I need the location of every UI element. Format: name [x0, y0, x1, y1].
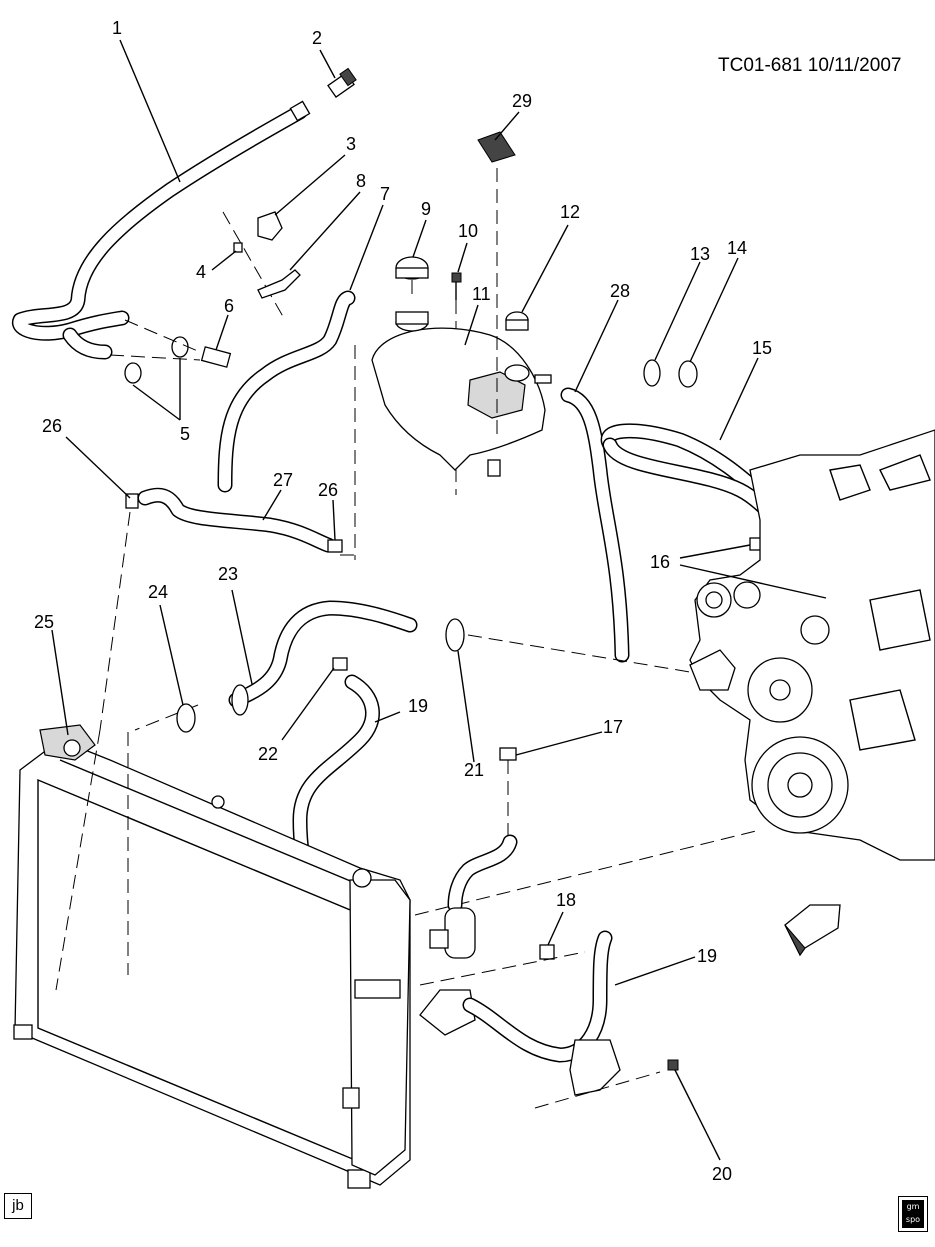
callout-9: 9: [421, 199, 431, 219]
warning-label-29: [477, 131, 516, 440]
callout-21: 21: [464, 760, 484, 780]
clamp-26-right: [327, 539, 343, 553]
callout-16: 16: [650, 552, 670, 572]
callout-17: 17: [603, 717, 623, 737]
logo-gm-text: gm: [906, 1202, 920, 1211]
hose-27: [137, 487, 336, 553]
callout-11: 11: [472, 284, 491, 304]
leader-lines: [51, 39, 827, 1161]
callout-22: 22: [258, 744, 278, 764]
callout-26-right: 26: [318, 480, 338, 500]
radiator-25: [13, 724, 411, 1189]
callout-5: 5: [180, 424, 190, 444]
callout-25: 25: [34, 612, 54, 632]
callout-1: 1: [112, 18, 122, 38]
bolt-20: [667, 1059, 679, 1071]
clamp-18: [539, 944, 555, 960]
callout-18: 18: [556, 890, 576, 910]
connector-2: [327, 67, 357, 98]
callout-26-left: 26: [42, 416, 62, 436]
callout-4: 4: [196, 262, 206, 282]
hose-19-lower: [462, 930, 661, 1109]
callout-19-lower: 19: [697, 946, 717, 966]
gm-spo-logo: gm spo: [898, 1196, 928, 1232]
upper-radiator-hose-23: [228, 600, 418, 716]
callout-24: 24: [148, 582, 168, 602]
callout-27: 27: [273, 470, 293, 490]
cap-12: [505, 311, 529, 331]
bracket-8: [257, 269, 301, 299]
drawing-tag: jb: [4, 1193, 32, 1219]
reservoir-outlet-hose: [447, 834, 518, 913]
callout-28: 28: [610, 281, 630, 301]
heater-hose-1: [12, 100, 311, 360]
callout-8: 8: [356, 171, 366, 191]
callout-2: 2: [312, 28, 322, 48]
diagram-code-date: TC01-681 10/11/2007: [718, 55, 901, 76]
clamp-13: [643, 359, 661, 387]
clamp-17: [499, 747, 517, 835]
clamp-21: [445, 618, 465, 652]
callout-19-upper: 19: [408, 696, 428, 716]
callout-13: 13: [690, 244, 710, 264]
clamp-22: [332, 657, 348, 671]
callout-6: 6: [224, 296, 234, 316]
callout-15: 15: [752, 338, 772, 358]
callout-29: 29: [512, 91, 532, 111]
clamp-14: [678, 360, 698, 388]
fitting-6: [200, 346, 232, 368]
front-direction-arrow-icon: [784, 904, 841, 957]
hose-28: [560, 387, 630, 663]
clamp-5: [109, 319, 201, 384]
hose-7: [217, 290, 356, 560]
callout-7: 7: [380, 184, 390, 204]
coolant-reservoir-11: [371, 311, 552, 477]
pressure-cap-9: [395, 256, 429, 300]
clamp-24: [176, 703, 196, 733]
callout-14: 14: [727, 238, 747, 258]
logo-spo-text: spo: [905, 1215, 921, 1224]
callout-10: 10: [458, 221, 478, 241]
callout-labels: 1 2 3 4 5 6 7 8 9 10 11 12 13 14 15 16 1…: [34, 18, 772, 1184]
callout-12: 12: [560, 202, 580, 222]
coolant-valve: [419, 907, 476, 1036]
callout-23: 23: [218, 564, 238, 584]
callout-3: 3: [346, 134, 356, 154]
clip-3: [222, 211, 286, 321]
callout-20: 20: [712, 1164, 732, 1184]
fitting-4: [233, 242, 243, 253]
engine: [689, 429, 935, 861]
